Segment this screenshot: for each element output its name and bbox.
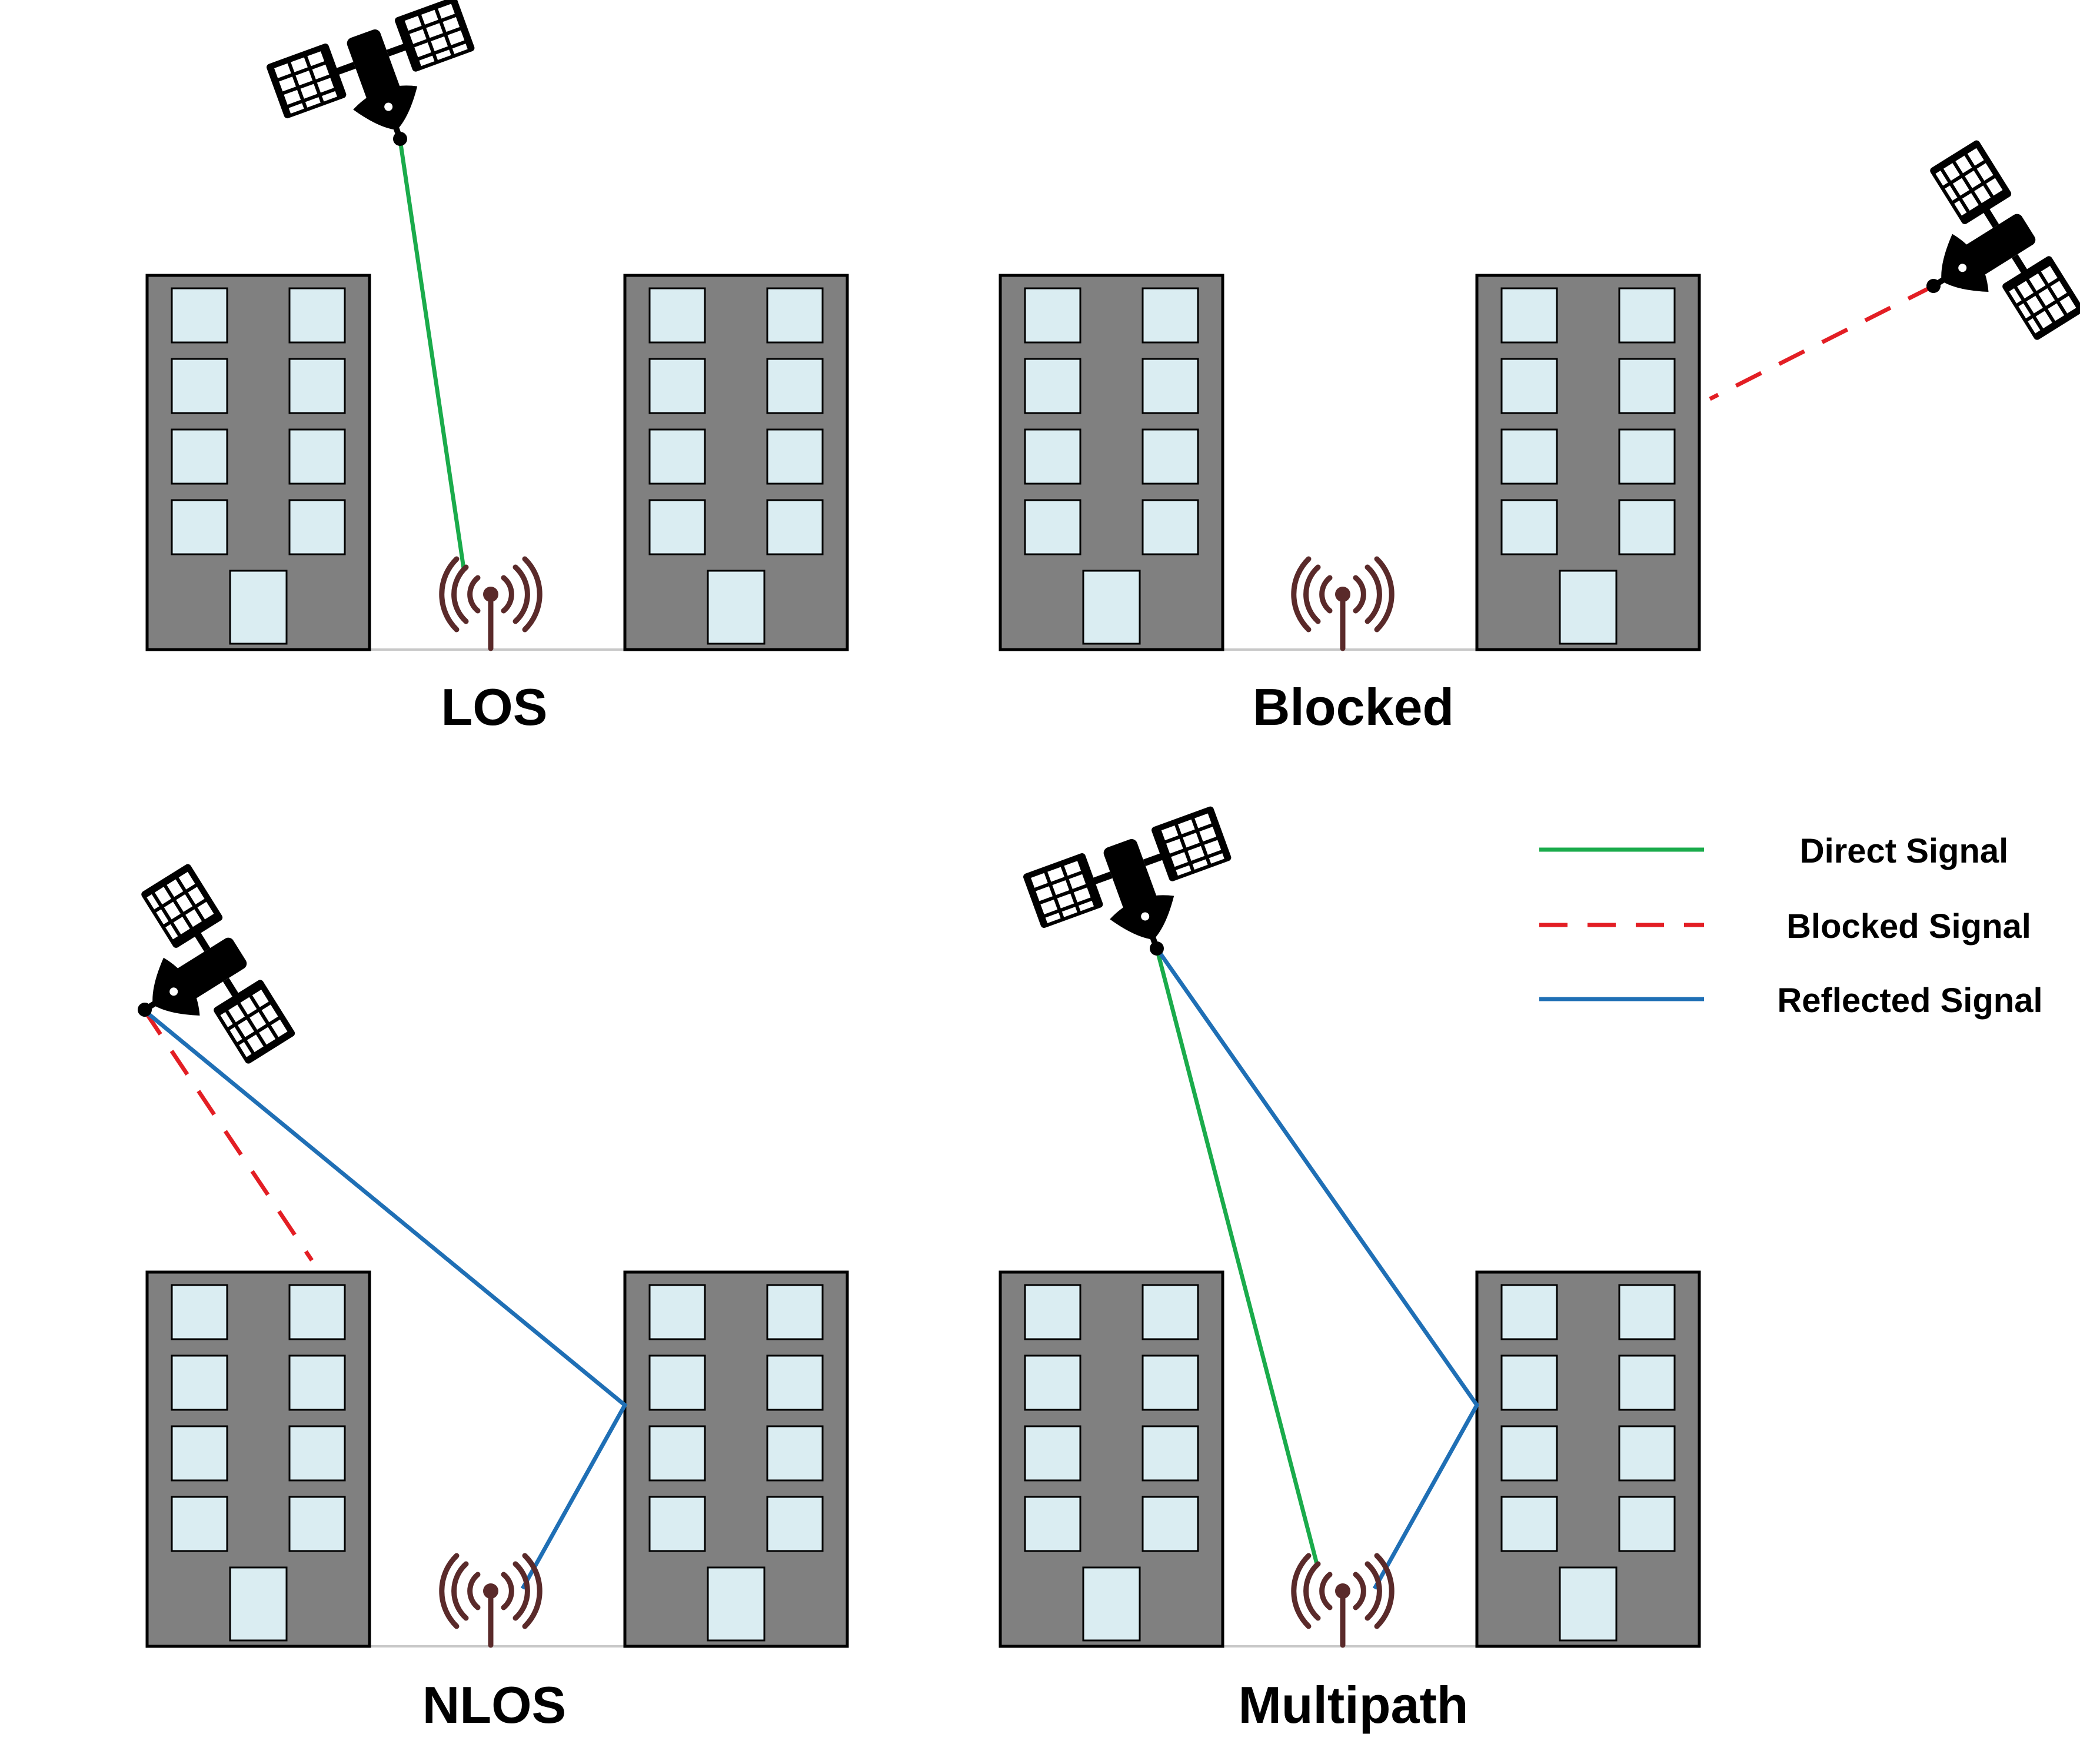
panel-los: LOS <box>147 0 847 736</box>
legend: Direct Signal Blocked Signal Reflected S… <box>1539 832 2043 1020</box>
panel-nlos: NLOS <box>85 863 847 1734</box>
panel-caption: Blocked <box>1253 678 1454 736</box>
antenna-icon <box>1294 559 1392 648</box>
building-icon <box>1477 275 1699 650</box>
satellite-icon <box>265 0 498 181</box>
legend-reflected-label: Reflected Signal <box>1777 981 2042 1020</box>
satellite-icon <box>85 863 297 1100</box>
direct-signal <box>398 139 466 569</box>
building-icon <box>147 1272 370 1646</box>
reflected-signal <box>1155 947 1480 1590</box>
building-icon <box>625 275 847 650</box>
legend-direct-label: Direct Signal <box>1800 832 2009 870</box>
building-icon <box>625 1272 847 1646</box>
satellite-icon <box>1873 139 2080 376</box>
building-icon <box>1000 275 1223 650</box>
legend-blocked-label: Blocked Signal <box>1786 907 2031 946</box>
panel-blocked: Blocked <box>1000 139 2080 736</box>
reflected-signal <box>143 1009 628 1590</box>
building-icon <box>147 275 370 650</box>
blocked-signal <box>1709 284 1935 401</box>
direct-signal <box>1154 948 1319 1565</box>
satellite-icon <box>1022 805 1254 990</box>
building-icon <box>1000 1272 1223 1646</box>
panel-multipath: Multipath <box>1000 805 1699 1734</box>
panel-caption: LOS <box>441 678 548 736</box>
blocked-signal <box>143 1010 314 1262</box>
panel-caption: Multipath <box>1238 1676 1468 1734</box>
antenna-icon <box>442 1556 540 1645</box>
building-icon <box>1477 1272 1699 1646</box>
panel-caption: NLOS <box>422 1676 566 1734</box>
antenna-icon <box>442 559 540 648</box>
antenna-icon <box>1294 1556 1392 1645</box>
